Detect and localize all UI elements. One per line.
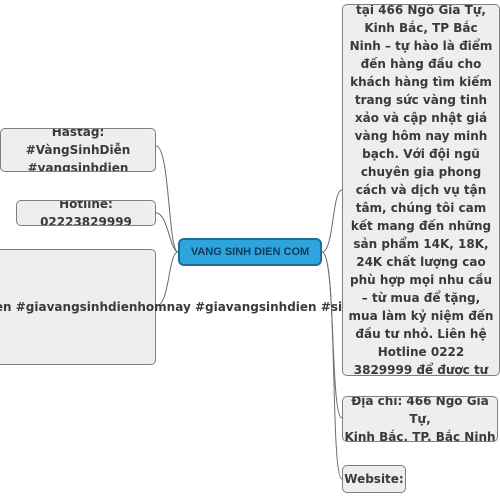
connector-to-description [321,189,343,253]
topic-hashtags[interactable]: #vangsinhdien #vangsinhdiencom #sinhdien… [0,249,442,365]
topic-address[interactable]: Địa chỉ: 466 Ngô Gia Tự, Kinh Bắc, TP. B… [342,396,498,442]
connector-to-hotline [155,212,179,253]
topic-description[interactable]: Vàng Sinh Diễn – đặt tại 466 Ngô Gia Tự,… [342,4,500,376]
topic-hotline[interactable]: Hotline: 02223829999 [16,200,156,226]
connector-to-website [321,251,343,480]
connector-to-hashtag-label [155,145,179,253]
connector-to-address [321,251,343,419]
topic-hashtag-label[interactable]: Hastag: #VàngSinhDiễn #vangsinhdien [0,128,156,172]
connector-to-hashtags [155,251,179,307]
topic-website[interactable]: Website: [342,465,406,493]
central-topic[interactable]: VANG SINH DIEN COM [178,238,322,266]
